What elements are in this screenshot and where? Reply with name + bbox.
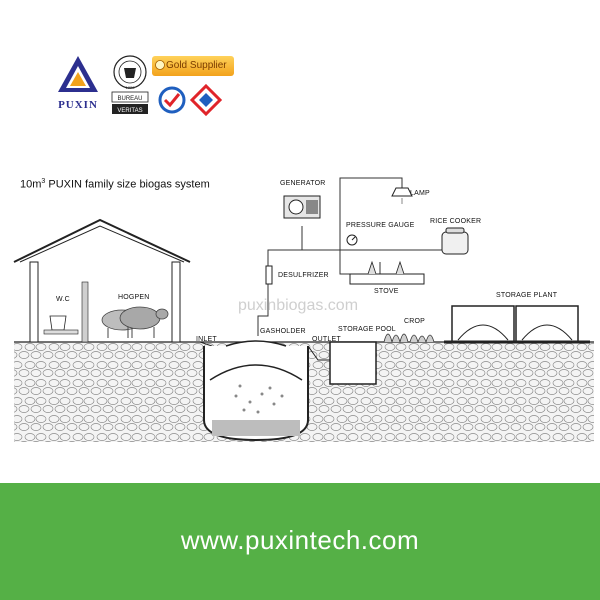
assessed-supplier-icon — [192, 86, 220, 114]
crop-icon — [384, 334, 434, 342]
certifier-top-text: BUREAU — [117, 96, 142, 102]
label-storage-plant: STORAGE PLANT — [496, 292, 557, 299]
house — [14, 220, 190, 342]
certifier-year-text: 1828 — [126, 85, 136, 90]
bureau-veritas-logo-icon: BUREAU VERITAS 1828 — [110, 54, 150, 118]
lamp-icon — [392, 188, 412, 204]
hogs-icon — [102, 307, 168, 338]
label-lamp: LAMP — [410, 190, 430, 197]
digester — [204, 341, 308, 440]
storage-plant — [444, 306, 590, 342]
stove-icon — [350, 262, 424, 284]
label-hogpen: HOGPEN — [118, 294, 150, 301]
diagram-drawing: puxinbiogas.com — [0, 168, 600, 448]
label-pressure-gauge: PRESSURE GAUGE — [346, 222, 415, 229]
header-logos: PUXIN BUREAU VERITAS 1828 Gold Supplier — [50, 52, 230, 122]
label-gasholder: GASHOLDER — [260, 328, 306, 335]
gold-medal-icon — [155, 60, 165, 70]
desulfrizer-icon — [266, 266, 272, 284]
onsite-check-icon — [160, 88, 184, 112]
gold-supplier-badge: Gold Supplier — [152, 56, 234, 76]
rice-cooker-icon — [442, 228, 468, 254]
label-outlet: OUTLET — [312, 336, 341, 343]
pressure-gauge-icon — [347, 235, 357, 245]
label-inlet: INLET — [196, 336, 217, 343]
label-generator: GENERATOR — [280, 180, 326, 187]
gold-supplier-label: Gold Supplier — [166, 60, 227, 71]
label-stove: STOVE — [374, 288, 399, 295]
label-rice-cooker: RICE COOKER — [430, 218, 481, 225]
watermark-text: puxinbiogas.com — [238, 297, 358, 314]
certifier-bottom-text: VERITAS — [117, 108, 142, 114]
generator-icon — [284, 196, 320, 218]
biogas-system-diagram: puxinbiogas.com GENERATOR LAMP PRESSURE … — [0, 168, 600, 448]
label-desulfrizer: DESULFRIZER — [278, 272, 329, 279]
label-crop: CROP — [404, 318, 425, 325]
website-url[interactable]: www.puxintech.com — [0, 525, 600, 556]
storage-pool — [330, 342, 376, 384]
toilet-icon — [50, 316, 66, 330]
puxin-brand-name: PUXIN — [50, 99, 106, 111]
label-wc: W.C — [56, 296, 70, 303]
certification-icons — [158, 82, 238, 118]
label-storage-pool: STORAGE POOL — [338, 326, 396, 333]
